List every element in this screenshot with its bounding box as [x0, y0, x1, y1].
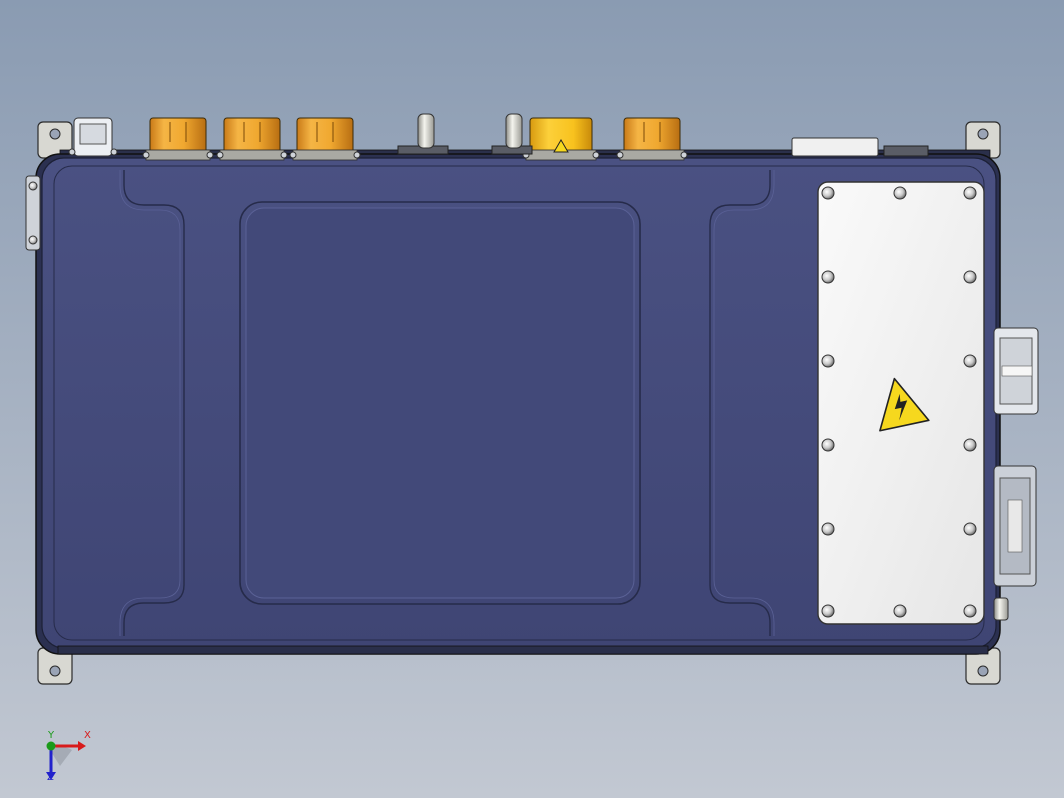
screw [963, 354, 977, 368]
screw [963, 604, 977, 618]
hv-connector[interactable] [522, 117, 600, 161]
triad-graphic [46, 741, 86, 780]
screw [893, 604, 907, 618]
z-axis-label: Z [47, 772, 54, 783]
top-cover-recess [239, 201, 641, 605]
cover-screws [821, 186, 977, 618]
mounting-bracket-bottom-right [965, 647, 1001, 685]
screw [821, 604, 835, 618]
screw [963, 186, 977, 200]
connector-5[interactable] [616, 117, 688, 161]
coordinate-triad: X Y Z [40, 730, 100, 788]
side-connector-upper[interactable] [993, 327, 1039, 415]
screw [821, 438, 835, 452]
ground-lug [25, 175, 41, 251]
connector-1[interactable] [142, 117, 214, 161]
mounting-bracket-top-right [965, 121, 1001, 159]
screw [963, 438, 977, 452]
mounting-bracket-top-left [37, 121, 73, 159]
screw [963, 522, 977, 536]
signal-connector[interactable] [68, 117, 118, 157]
screw [821, 186, 835, 200]
side-connector-lower[interactable] [993, 465, 1037, 587]
screw [821, 354, 835, 368]
screw [821, 270, 835, 284]
housing-rib-outline [119, 170, 775, 636]
screw [821, 522, 835, 536]
connector-3[interactable] [289, 117, 361, 161]
side-port-small [993, 597, 1009, 621]
screw [893, 186, 907, 200]
y-axis-label: Y [48, 730, 55, 741]
coolant-pipe-inlet[interactable] [397, 113, 449, 155]
bottom-rail [57, 645, 989, 655]
vent-cap [791, 137, 929, 157]
screw [963, 270, 977, 284]
coolant-pipe-outlet[interactable] [491, 113, 533, 155]
high-voltage-warning-icon [879, 377, 930, 432]
x-axis-label: X [84, 730, 91, 741]
connector-2[interactable] [216, 117, 288, 161]
